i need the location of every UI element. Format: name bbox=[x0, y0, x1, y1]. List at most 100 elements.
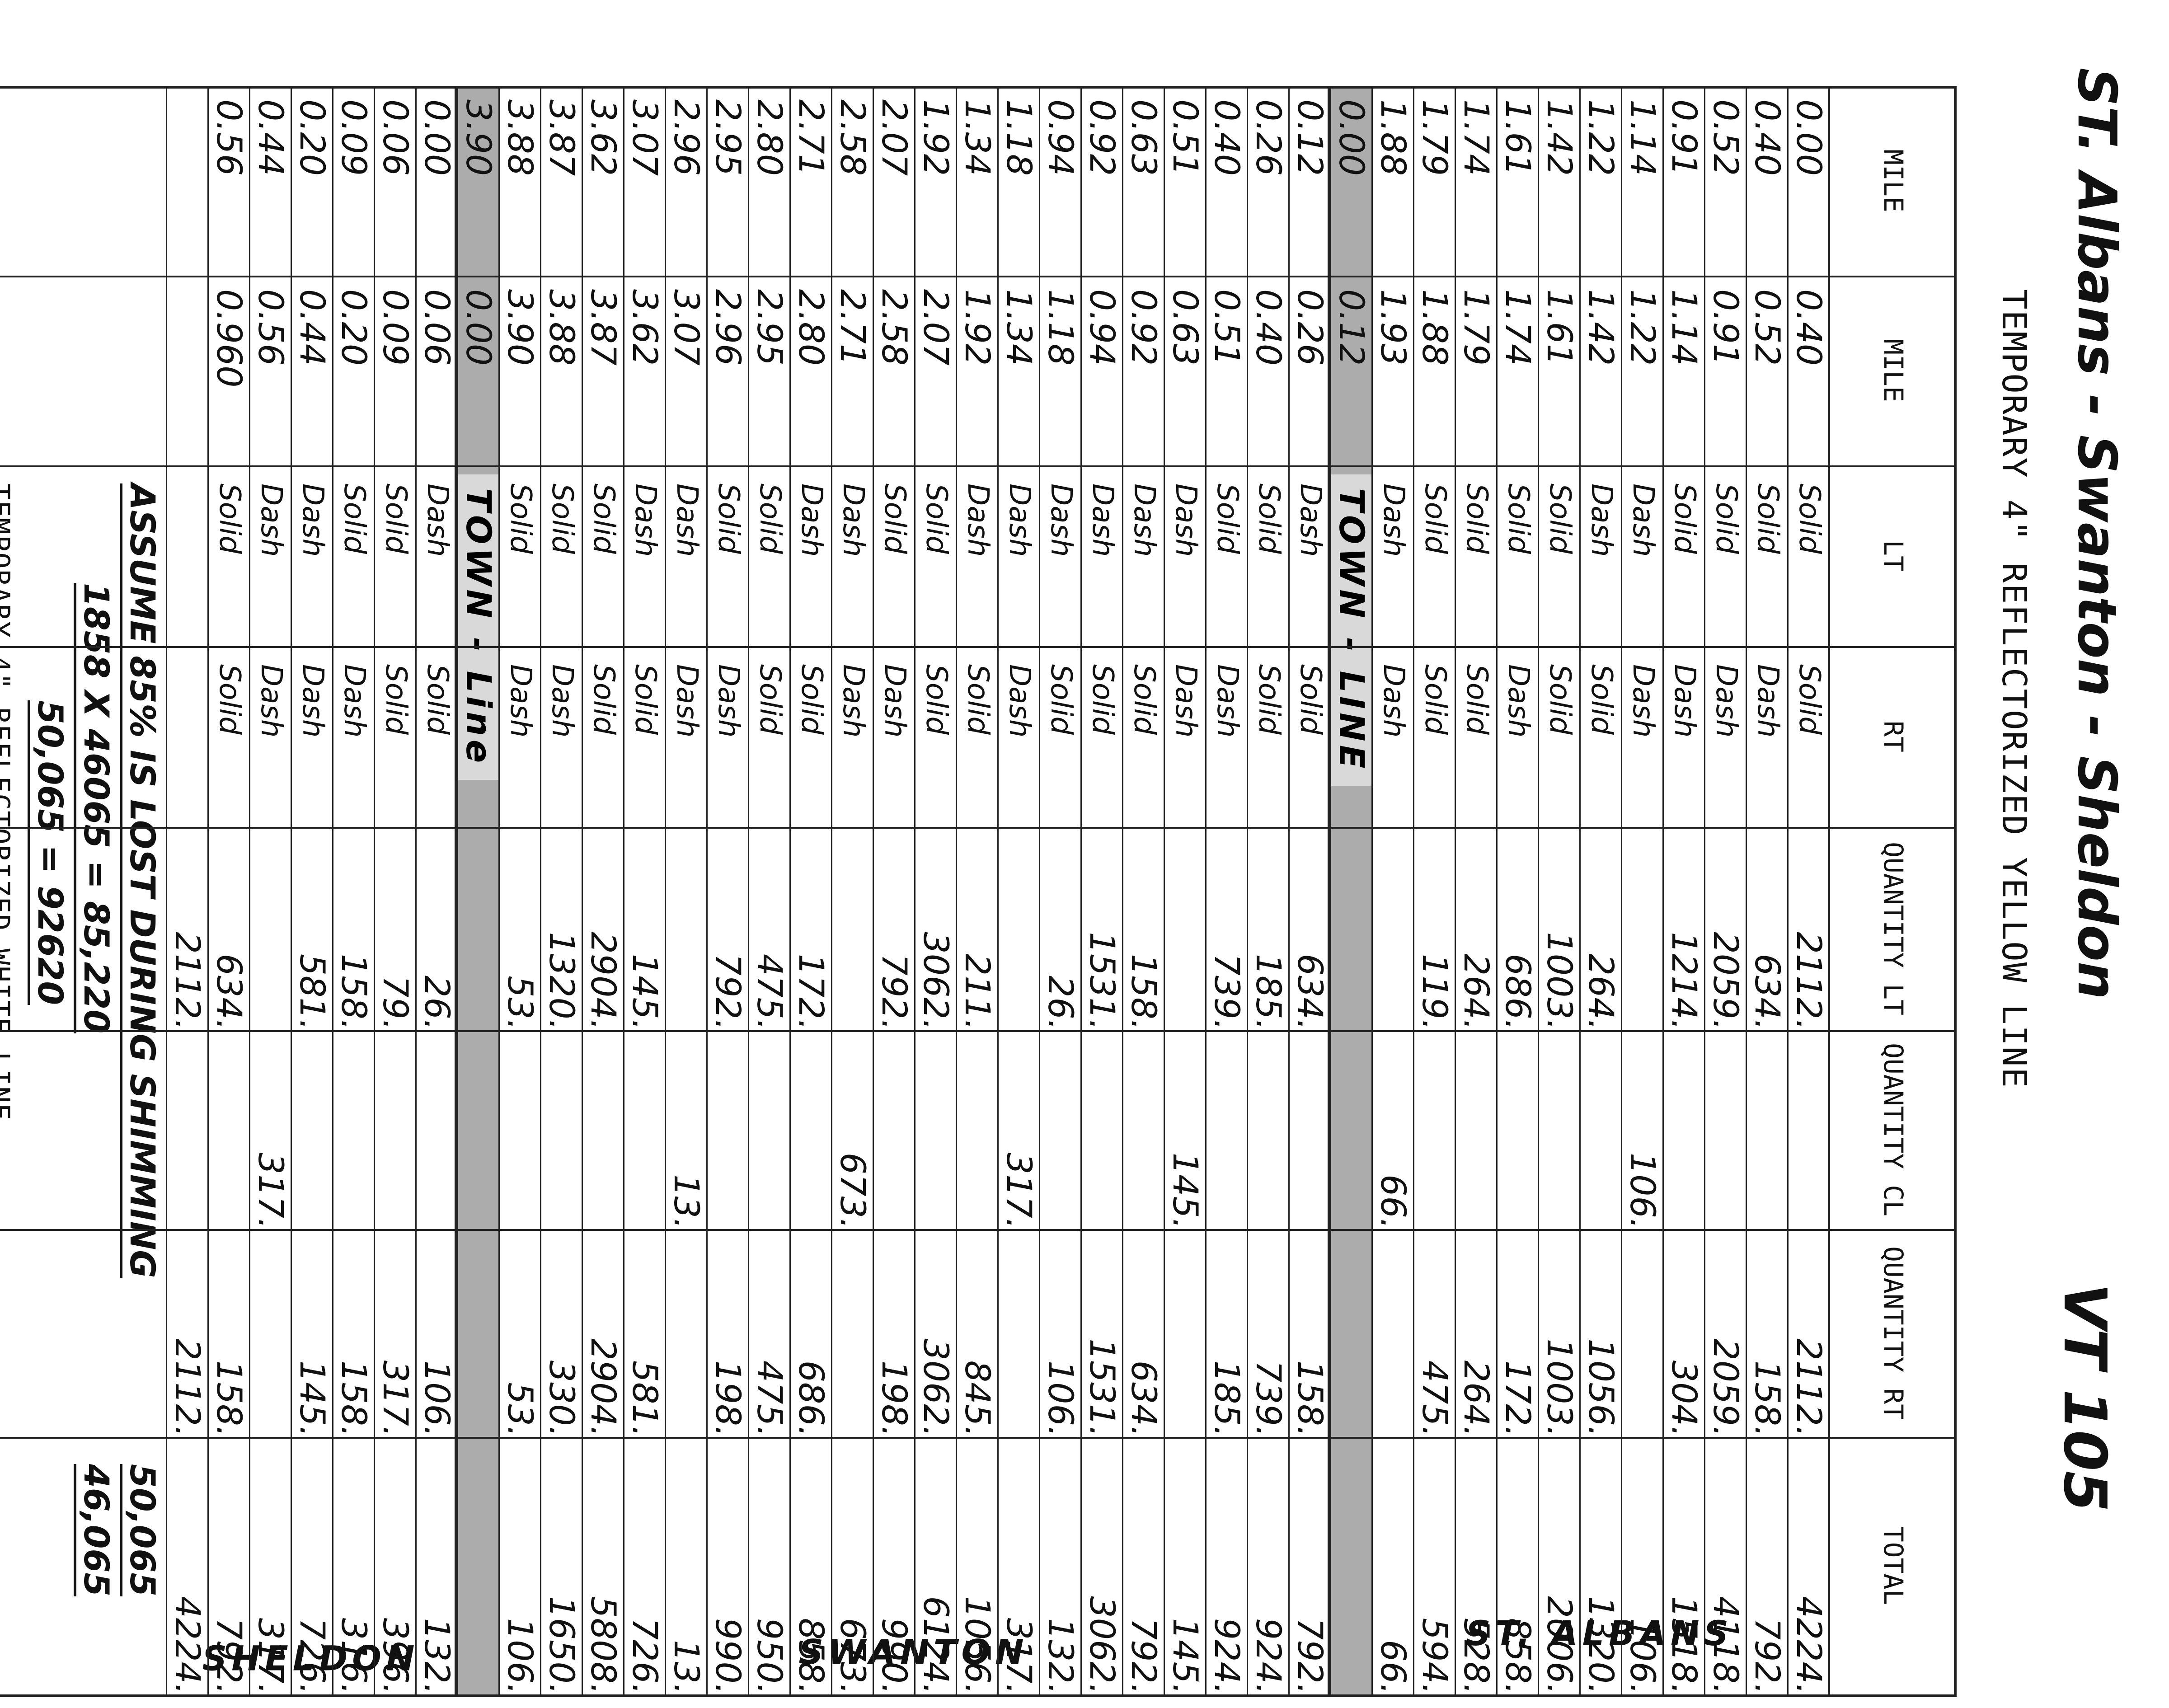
st-albans-row-cell bbox=[1622, 827, 1664, 1044]
sheldon-row-cell: 0.06 bbox=[417, 289, 458, 366]
swanton-row-cell: 792. bbox=[874, 953, 915, 1030]
sheldon-row-cell: 0.44 bbox=[251, 99, 291, 176]
section-label: SWANTON bbox=[798, 1632, 1028, 1672]
swanton-row-cell: 2.71 bbox=[833, 289, 873, 366]
sheldon-row-cell: Dash bbox=[254, 664, 288, 738]
swanton-row-cell: 2.80 bbox=[750, 99, 790, 176]
st-albans-row-cell: 528. bbox=[1456, 1618, 1497, 1694]
grid-line-horizontal bbox=[1787, 86, 1789, 1694]
st-albans-row-cell: 119. bbox=[1415, 953, 1455, 1030]
st-albans-row-cell: 634. bbox=[1747, 953, 1788, 1030]
st-albans-row-cell: 0.91 bbox=[1664, 99, 1705, 176]
swanton-row-cell: 172. bbox=[791, 953, 832, 1030]
swanton-row-cell: Dash bbox=[1003, 483, 1036, 557]
st-albans-row-cell: Dash bbox=[1709, 664, 1743, 738]
st-albans-row-cell: 1.14 bbox=[1623, 99, 1663, 176]
st-albans-row-cell: 66. bbox=[1373, 1640, 1414, 1694]
swanton-row-cell: 1.18 bbox=[999, 99, 1040, 176]
grid-line-horizontal bbox=[997, 86, 999, 1694]
swanton-row-cell: Dash bbox=[1211, 664, 1244, 738]
st-albans-row-cell: Solid bbox=[1418, 483, 1452, 554]
grid-line-horizontal bbox=[415, 86, 417, 1694]
swanton-row-cell bbox=[500, 1030, 541, 1243]
section-label: SHELDON bbox=[202, 1638, 419, 1679]
sheldon-row-cell: 145. bbox=[292, 1360, 333, 1437]
swanton-row-cell: Solid bbox=[504, 483, 537, 554]
swanton-row-cell: Solid bbox=[545, 483, 579, 554]
swanton-row-cell: 3062. bbox=[1082, 1596, 1123, 1694]
grid-line-horizontal bbox=[1496, 86, 1498, 1694]
swanton-row-cell: 3.88 bbox=[542, 289, 582, 366]
st-albans-row-cell: 2112. bbox=[1789, 932, 1830, 1030]
sheldon-row-cell: 0.20 bbox=[334, 289, 375, 366]
st-albans-row-cell: 1.74 bbox=[1456, 99, 1497, 176]
sheldon-row-cell: Dash bbox=[338, 664, 371, 738]
column-header: QUANTITY RT bbox=[1878, 1246, 1909, 1420]
swanton-row-cell bbox=[1040, 1030, 1082, 1243]
st-albans-row-cell: 1003. bbox=[1540, 1338, 1580, 1437]
swanton-row-cell: Dash bbox=[878, 664, 911, 738]
swanton-row-cell: 475. bbox=[750, 1360, 790, 1437]
swanton-row-cell: 1.34 bbox=[958, 99, 998, 176]
st-albans-row-cell: 106. bbox=[1623, 1618, 1663, 1694]
grid-line-vertical bbox=[0, 1437, 1957, 1439]
town-line-mile: 0.12 bbox=[1332, 289, 1372, 366]
project-number: VT 105 bbox=[2051, 1283, 2119, 1512]
st-albans-row-cell: Solid bbox=[1460, 664, 1493, 735]
swanton-row-cell: 634. bbox=[1124, 1360, 1164, 1437]
st-albans-row-cell: 1.42 bbox=[1581, 289, 1622, 366]
st-albans-row-cell: 0.52 bbox=[1747, 289, 1788, 366]
sheldon-row-cell: Solid bbox=[338, 483, 371, 554]
st-albans-row-cell: 304. bbox=[1664, 1360, 1705, 1437]
st-albans-row-cell: 0.91 bbox=[1706, 289, 1746, 366]
swanton-row-cell: 198. bbox=[874, 1360, 915, 1437]
swanton-row-cell: 0.40 bbox=[1249, 289, 1289, 366]
swanton-row-cell: 3.62 bbox=[583, 99, 624, 176]
column-header: QUANTITY CL bbox=[1878, 1042, 1909, 1217]
grid-line-vertical bbox=[0, 1030, 1957, 1032]
grid-line-horizontal bbox=[249, 86, 250, 1694]
town-line-label: TOWN - LINE bbox=[1331, 474, 1373, 786]
grid-line-horizontal bbox=[1538, 86, 1539, 1694]
swanton-row-cell: 0.63 bbox=[1165, 289, 1206, 366]
swanton-row-cell: Dash bbox=[1294, 483, 1327, 557]
swanton-row-cell: Dash bbox=[836, 483, 870, 557]
st-albans-row-cell: 172. bbox=[1498, 1360, 1539, 1437]
shimming-note-value: 50,065 bbox=[120, 1464, 163, 1597]
sheldon-row-cell: Dash bbox=[296, 664, 329, 738]
grid-line-horizontal bbox=[789, 86, 791, 1694]
st-albans-row-cell: Solid bbox=[1709, 483, 1743, 554]
sheldon-row-cell: Solid bbox=[379, 664, 413, 735]
swanton-row-cell: 792. bbox=[1124, 1618, 1164, 1694]
swanton-row-cell: Solid bbox=[920, 664, 953, 735]
swanton-row-cell: 2.71 bbox=[791, 99, 832, 176]
grid-line-horizontal bbox=[1122, 86, 1123, 1694]
swanton-row-cell bbox=[1165, 827, 1207, 1044]
st-albans-row-cell: 1.22 bbox=[1623, 289, 1663, 366]
st-albans-row-cell: 858. bbox=[1498, 1618, 1539, 1694]
sheldon-row-cell: 317. bbox=[251, 1152, 291, 1229]
swanton-row-cell: 2904. bbox=[583, 932, 624, 1030]
sheldon-row-cell: 0.56 bbox=[209, 99, 250, 176]
white-line-title: TEMPORARY 4" REFLECTORIZED WHITE LINE bbox=[0, 483, 15, 1121]
sheldon-row-cell: 158. bbox=[334, 1360, 375, 1437]
swanton-row-cell: 739. bbox=[1207, 953, 1248, 1030]
sheldon-row-cell: Dash bbox=[296, 483, 329, 557]
grid-line-horizontal bbox=[1704, 86, 1705, 1694]
swanton-row-cell: 1650. bbox=[542, 1596, 582, 1694]
swanton-row-cell: 475. bbox=[750, 953, 790, 1030]
swanton-row-cell: 2.07 bbox=[916, 289, 957, 366]
shimming-note-line: 1858 X 46065 = 85,220 bbox=[74, 583, 117, 1034]
swanton-row-cell: 0.63 bbox=[1124, 99, 1164, 176]
st-albans-row-cell: 1.61 bbox=[1540, 289, 1580, 366]
column-header: MILE bbox=[1878, 339, 1909, 402]
grid-line-horizontal bbox=[1371, 86, 1373, 1694]
st-albans-row-cell bbox=[1747, 1030, 1789, 1243]
swanton-row-cell bbox=[1290, 1030, 1331, 1243]
sheldon-row-cell: 0.20 bbox=[292, 99, 333, 176]
sheldon-row-cell: Dash bbox=[254, 483, 288, 557]
swanton-row-cell bbox=[583, 1030, 624, 1243]
swanton-row-cell: 5808. bbox=[583, 1596, 624, 1694]
grid-line-vertical bbox=[0, 1229, 1957, 1231]
st-albans-row-cell: Solid bbox=[1793, 483, 1826, 554]
